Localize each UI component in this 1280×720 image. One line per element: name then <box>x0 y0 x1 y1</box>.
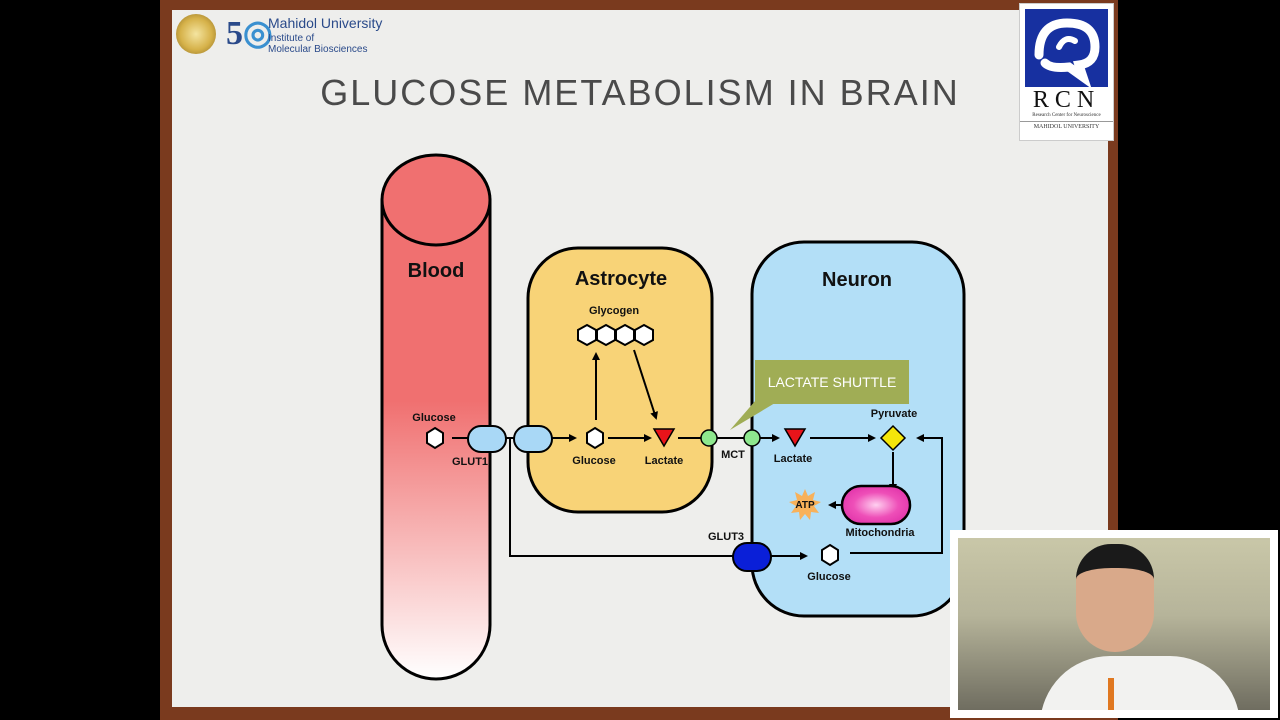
glut1-transporter-astrocyte <box>513 425 553 453</box>
lactate-neuron-label: Lactate <box>774 453 813 465</box>
rcn-logo: RCN Research Center for Neuroscience MAH… <box>1019 3 1114 141</box>
glucose-astrocyte-icon <box>586 426 604 450</box>
glut3-label: GLUT3 <box>708 531 744 543</box>
webcam-video <box>958 538 1270 710</box>
glycogen-chain-icon <box>577 323 654 347</box>
astrocyte-cell <box>526 246 714 514</box>
brain-logo-icon <box>1025 9 1108 87</box>
mitochondria-organelle <box>840 484 912 526</box>
neuron-label: Neuron <box>822 269 892 291</box>
rcn-subtitle: Research Center for Neuroscience <box>1032 113 1101 118</box>
pyruvate-label: Pyruvate <box>871 408 917 420</box>
institute-line1: Institute of <box>268 33 315 44</box>
rcn-university: MAHIDOL UNIVERSITY <box>1020 121 1113 130</box>
lactate-neuron-icon <box>783 428 807 448</box>
pathway-arrows <box>452 349 943 560</box>
glucose-neuron-icon <box>821 543 839 567</box>
mct-label: MCT <box>721 449 745 461</box>
glut1-label: GLUT1 <box>452 456 488 468</box>
lactate-shuttle-callout <box>730 360 909 430</box>
lactate-astrocyte-icon <box>652 428 676 448</box>
anniversary-50-icon: 5◎ <box>226 15 273 52</box>
mitochondria-label: Mitochondria <box>845 527 915 539</box>
slide-title: GLUCOSE METABOLISM IN BRAIN <box>320 72 960 113</box>
neuron-cell <box>750 240 966 618</box>
glucose-blood-icon <box>426 426 444 450</box>
glycogen-label: Glycogen <box>589 305 639 317</box>
lactate-astrocyte-label: Lactate <box>645 455 684 467</box>
glucose-neuron-label: Glucose <box>807 571 850 583</box>
mct-transporter-neuron <box>743 429 761 447</box>
lanyard <box>1108 678 1114 710</box>
institute-line2: Molecular Biosciences <box>268 44 368 55</box>
pyruvate-icon <box>879 424 907 452</box>
glucose-astrocyte-label: Glucose <box>572 455 615 467</box>
mct-transporter-astrocyte <box>700 429 718 447</box>
mahidol-seal-icon <box>176 14 216 54</box>
atp-label: ATP <box>795 500 815 511</box>
atp-burst-icon <box>789 489 821 520</box>
astrocyte-label: Astrocyte <box>575 268 667 290</box>
rcn-letters: RCN <box>1032 87 1101 113</box>
blood-label: Blood <box>408 260 465 282</box>
university-name: Mahidol University <box>268 15 383 31</box>
presenter-figure <box>1040 656 1240 710</box>
callout-label: LACTATE SHUTTLE <box>768 374 897 390</box>
presenter-webcam <box>950 530 1278 718</box>
glucose-blood-label: Glucose <box>412 412 455 424</box>
glut1-transporter <box>467 425 507 453</box>
glut3-transporter <box>732 542 772 572</box>
presenter-head <box>1076 544 1154 652</box>
